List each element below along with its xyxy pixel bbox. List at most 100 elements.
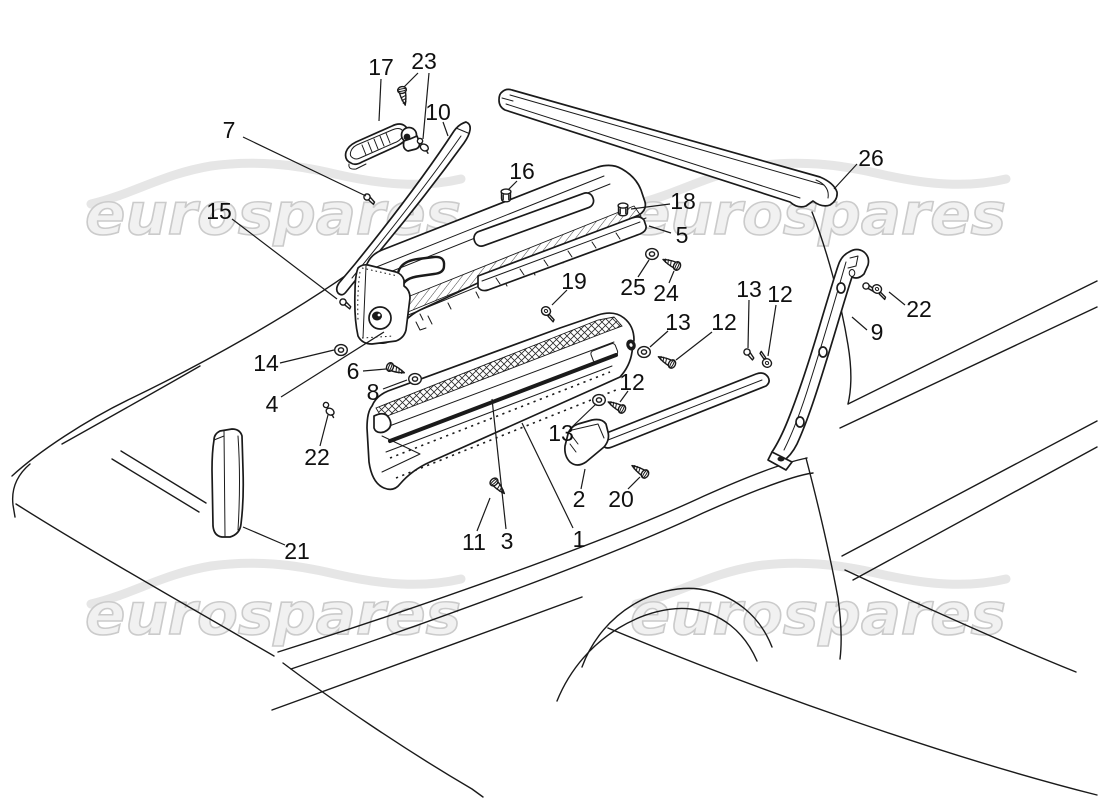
washer-14 [334,343,348,357]
part-number-26: 26 [858,145,884,171]
leader-line-4 [280,331,385,398]
watermark-top-left: eurospares [84,158,466,249]
leader-line-23 [422,72,430,140]
part-number-13: 13 [665,309,691,335]
part-number-12: 12 [767,281,793,307]
callout-7: 7 [223,117,367,197]
callout-25: 25 [620,259,650,300]
leader-line-20 [627,476,641,490]
leader-line-12 [619,390,629,403]
screw-22 [869,282,890,301]
callout-22: 22 [304,414,330,470]
callout-23: 23 [403,48,437,140]
b-pillar-trim-part9 [767,248,870,471]
corner-trim-piece [353,263,411,345]
watermark-text: eurospares [630,580,1006,648]
leader-line-26 [833,163,858,190]
part-number-8: 8 [367,379,380,405]
washer-25 [645,247,659,261]
clip-18 [617,202,629,217]
leader-line-9 [851,316,868,331]
callout-13: 13 [736,276,762,349]
watermark-text: eurospares [630,180,1006,248]
clip-16 [500,188,512,203]
screw-19 [538,304,559,323]
leader-line-10 [442,121,449,137]
callout-12: 12 [767,281,793,357]
callout-26: 26 [833,145,884,190]
screw-11 [487,475,509,498]
part-number-20: 20 [608,486,634,512]
part-number-5: 5 [676,222,689,248]
watermark-text: eurospares [85,180,461,248]
part-number-17: 17 [368,54,394,80]
callout-16: 16 [507,158,535,191]
part-number-18: 18 [670,188,696,214]
roof-rail-trim-part26 [498,88,838,208]
quarter-pad-part21 [211,428,245,538]
part-number-22: 22 [304,444,330,470]
part-number-14: 14 [253,350,279,376]
part-number-12: 12 [711,309,737,335]
part-number-19: 19 [561,268,587,294]
callout-13: 13 [649,309,691,348]
leader-line-13 [747,299,750,349]
part-number-15: 15 [206,198,232,224]
callout-8: 8 [367,379,408,405]
leader-line-14 [279,349,335,364]
callout-22: 22 [888,291,932,322]
screw-12b [754,350,776,370]
part-number-10: 10 [425,99,451,125]
callout-12: 12 [619,369,645,403]
leader-line-1 [521,422,574,529]
leader-line-16 [507,180,518,191]
a-pillar-trim-part10 [335,121,472,296]
leader-line-11 [476,497,491,532]
callout-17: 17 [368,54,394,122]
part-number-9: 9 [871,319,884,345]
washer-13b [592,393,606,407]
part-number-13: 13 [548,420,574,446]
callout-15: 15 [206,198,338,300]
leader-line-3 [491,398,507,530]
screw-12 [655,352,678,371]
callout-21: 21 [242,526,310,564]
callout-24: 24 [653,270,679,306]
screw-12c [605,397,628,416]
watermark-bottom-right: eurospares [629,558,1011,649]
callout-20: 20 [608,476,641,512]
callout-18: 18 [630,188,696,214]
callout-2: 2 [573,468,586,512]
screw-23a [396,85,411,107]
leader-line-6 [362,368,387,372]
washer-8 [408,372,422,386]
callout-3: 3 [491,398,513,554]
part-number-23: 23 [411,48,437,74]
callout-1: 1 [521,422,585,552]
washer-13 [637,345,651,359]
part-number-6: 6 [347,358,360,384]
callout-10: 10 [425,99,451,137]
callout-9: 9 [851,316,884,345]
pin-13 [741,346,757,361]
callout-12: 12 [675,309,737,361]
leader-line-25 [637,259,650,278]
screw-20 [628,461,651,481]
watermark-top-right: eurospares [629,158,1011,249]
screw-24 [660,254,683,273]
callout-13: 13 [548,403,597,446]
leader-line-7 [242,136,367,197]
pin-15 [338,297,354,310]
part-number-13: 13 [736,276,762,302]
watermark-bottom-left: eurospares [84,558,466,649]
leader-line-19 [551,289,568,306]
part-number-7: 7 [223,117,236,143]
leader-line-2 [580,468,586,490]
armrest-part2 [564,372,770,466]
part-number-11: 11 [462,529,486,555]
callout-11: 11 [462,497,491,555]
grab-handle-part17 [344,123,421,170]
pushpin-22 [319,400,340,419]
